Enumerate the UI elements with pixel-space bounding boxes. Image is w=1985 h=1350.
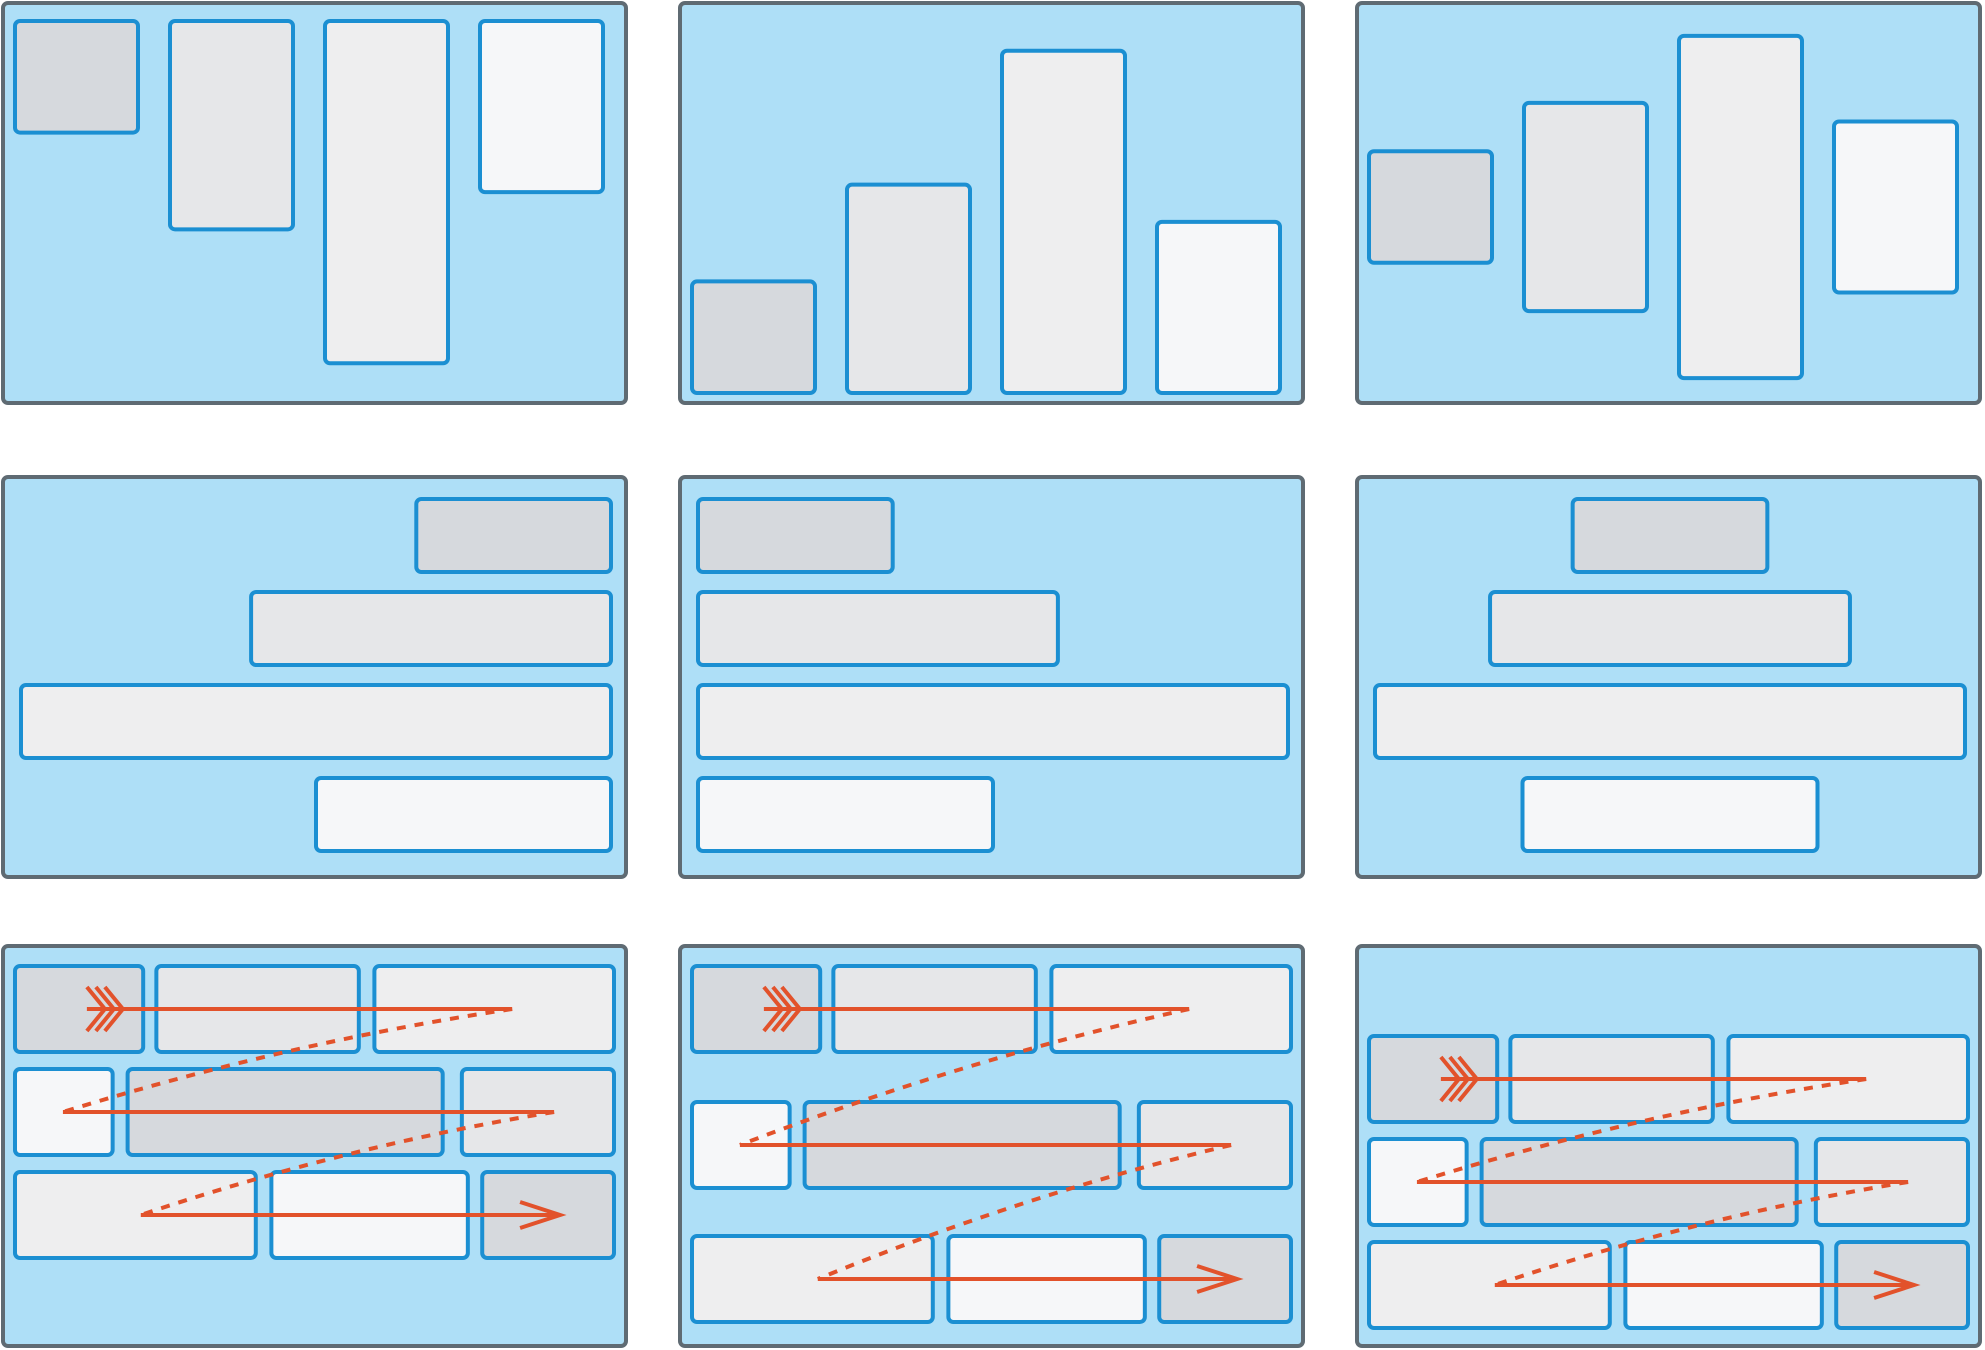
flow-wrap-connector xyxy=(1494,1180,1909,1287)
panel-frame xyxy=(1355,1,1982,405)
flex-item-2 xyxy=(845,182,972,395)
flow-wrap-connector xyxy=(739,1007,1190,1147)
flex-item-1 xyxy=(1367,149,1494,265)
panel-vertical-align-bottom xyxy=(678,1,1305,405)
flex-item-1 xyxy=(13,19,140,135)
flex-item-2 xyxy=(168,19,295,232)
flex-item-4 xyxy=(1832,119,1959,295)
flex-item-4 xyxy=(696,776,995,853)
panel-wrap-align-top xyxy=(1,944,628,1348)
flex-item-1 xyxy=(414,497,613,574)
flex-item-1 xyxy=(690,279,817,395)
flow-end-arrow xyxy=(519,1200,567,1230)
flex-item-2 xyxy=(1522,100,1649,314)
flex-item-4 xyxy=(1520,776,1820,853)
panel-wrap-space-between xyxy=(678,944,1305,1348)
panel-horizontal-align-center xyxy=(1355,475,1982,879)
flow-end-arrow xyxy=(1196,1264,1244,1294)
flex-item-3 xyxy=(1373,683,1967,760)
flow-end-arrow xyxy=(1873,1270,1921,1300)
flex-item-3 xyxy=(323,19,450,366)
panel-wrap-align-bottom xyxy=(1355,944,1982,1348)
flow-wrap-connector xyxy=(62,1007,513,1114)
flex-item-2 xyxy=(696,590,1060,667)
flow-wrap-connector xyxy=(817,1143,1232,1281)
panel-frame xyxy=(1,1,628,405)
flex-item-3 xyxy=(19,683,613,760)
panel-vertical-align-top xyxy=(1,1,628,405)
flex-item-4 xyxy=(478,19,605,195)
flex-item-1 xyxy=(1570,497,1770,574)
flex-item-3 xyxy=(1000,48,1127,395)
panel-frame xyxy=(1355,475,1982,879)
flex-item-3 xyxy=(696,683,1290,760)
panel-frame xyxy=(678,1,1305,405)
flow-wrap-connector xyxy=(1416,1077,1867,1184)
flex-item-1 xyxy=(696,497,895,574)
flex-item-2 xyxy=(1488,590,1852,667)
flex-item-4 xyxy=(1155,219,1282,395)
panel-horizontal-align-right xyxy=(1,475,628,879)
panel-vertical-align-center xyxy=(1355,1,1982,405)
flex-item-2 xyxy=(249,590,613,667)
flex-item-3 xyxy=(1677,33,1804,381)
panel-horizontal-align-left xyxy=(678,475,1305,879)
flow-wrap-connector xyxy=(140,1110,555,1217)
flex-item-4 xyxy=(314,776,613,853)
